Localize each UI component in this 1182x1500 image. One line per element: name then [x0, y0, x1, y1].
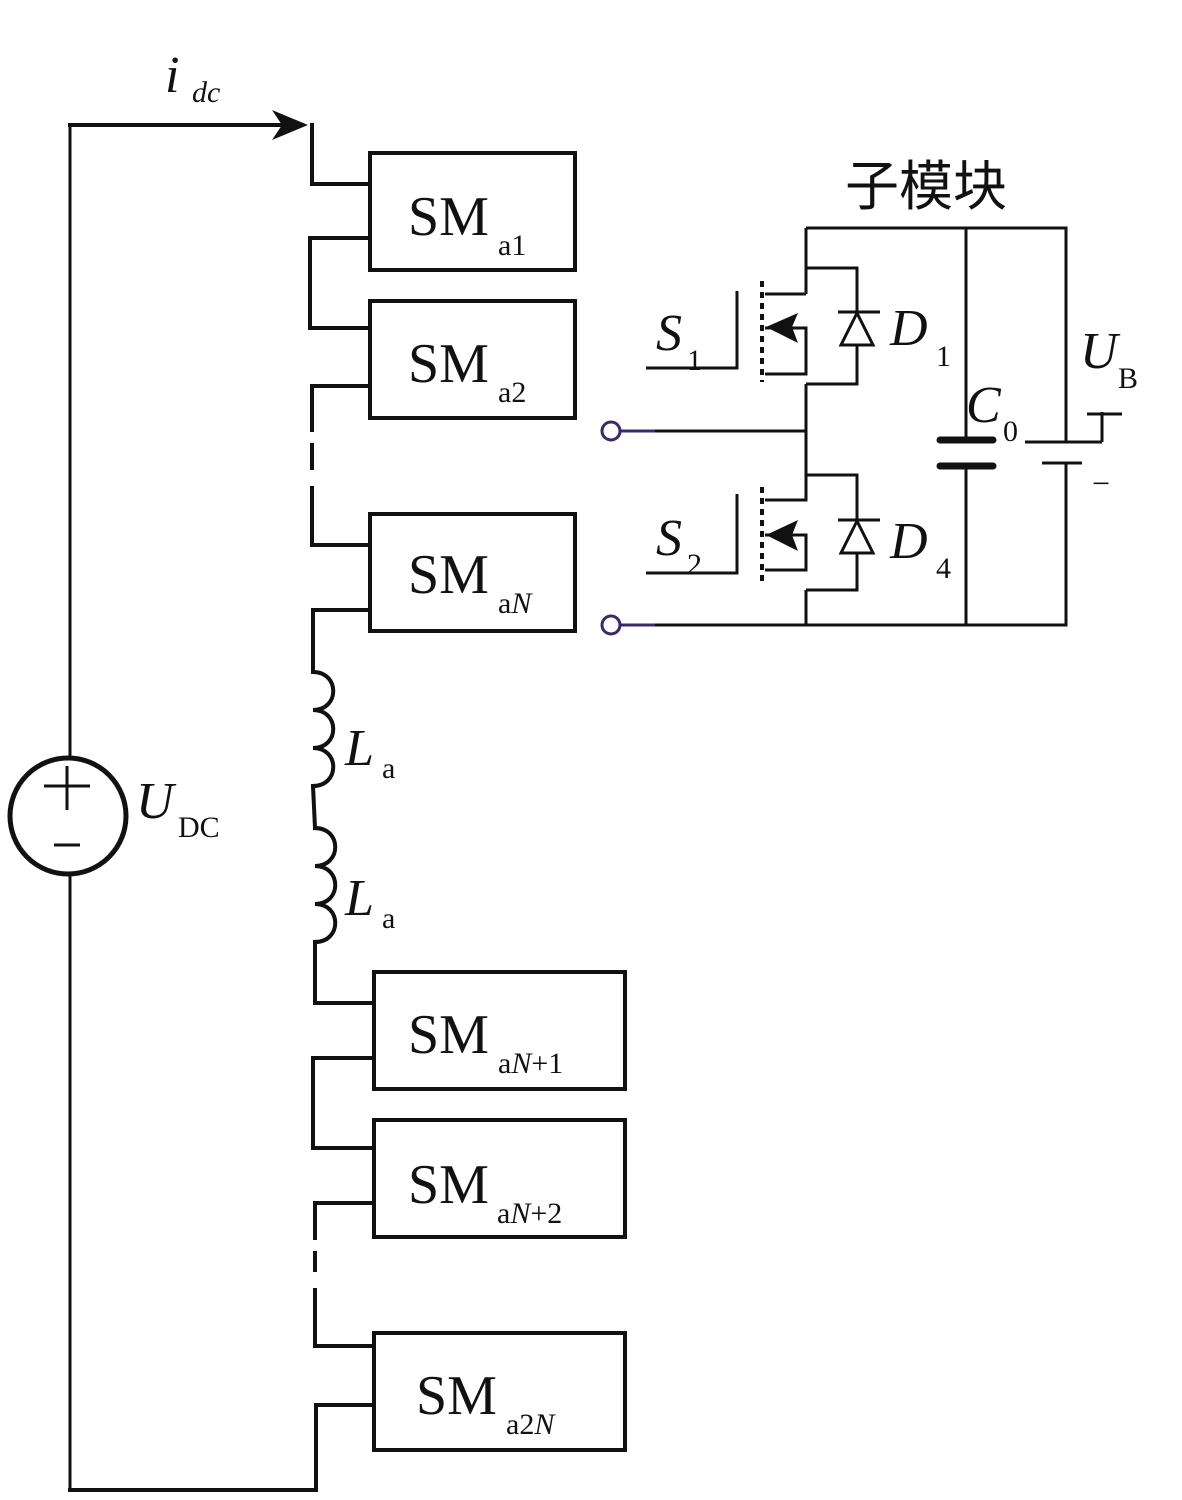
dc-source-label: U [136, 773, 177, 830]
battery-label: U [1080, 323, 1121, 380]
diode-d1-label-sub: 1 [936, 340, 951, 373]
inductor-upper-icon[interactable] [310, 666, 336, 789]
capacitor-label: C [966, 377, 1002, 434]
battery-minus: − [1092, 465, 1110, 501]
switch-s1-label: S [656, 305, 682, 362]
sm-a1[interactable]: SM a1 [368, 151, 577, 272]
diode-d4-label-sub: 4 [936, 552, 951, 585]
battery-label-sub: B [1118, 362, 1138, 395]
svg-text:SM: SM [408, 1004, 489, 1066]
battery-ub-icon[interactable] [1025, 412, 1122, 465]
svg-text:SM: SM [408, 1154, 489, 1216]
svg-text:aN: aN [498, 587, 533, 620]
svg-text:a2N: a2N [506, 1408, 556, 1441]
svg-text:SM: SM [416, 1365, 497, 1427]
diode-d1-label: D [889, 300, 928, 357]
current-label-sub: dc [192, 76, 220, 109]
sm-aN-plus-2[interactable]: SM aN+2 [372, 1118, 627, 1239]
submodule-detail: 子模块 [600, 157, 1138, 636]
sm-a2[interactable]: SM a2 [368, 299, 577, 420]
switch-s2-label-sub: 2 [687, 548, 702, 581]
svg-text:aN+2: aN+2 [497, 1197, 562, 1230]
current-label: i [165, 47, 179, 104]
capacitor-c0-icon[interactable] [936, 436, 997, 470]
diode-d4-icon[interactable] [838, 517, 880, 555]
terminal-lower[interactable] [600, 614, 806, 636]
svg-text:SM: SM [408, 544, 489, 606]
inductor-upper-label-sub: a [382, 752, 395, 785]
upper-arm-wiring [308, 123, 372, 670]
current-arrow-icon [272, 110, 308, 140]
sm-aN-plus-1[interactable]: SM aN+1 [372, 970, 627, 1091]
sm-aN[interactable]: SM aN [368, 512, 577, 633]
lower-arm-wiring [311, 946, 376, 1492]
inductor-link [310, 783, 318, 831]
terminal-upper[interactable] [600, 420, 806, 442]
svg-text:SM: SM [408, 186, 489, 248]
dc-source-loop [68, 123, 318, 1492]
sm-a2N[interactable]: SM a2N [372, 1331, 627, 1452]
inductor-lower-label: L [344, 870, 374, 927]
switch-s1-label-sub: 1 [687, 344, 702, 377]
inductor-upper-label: L [344, 720, 374, 777]
switch-s2-icon[interactable] [646, 473, 859, 625]
svg-text:a1: a1 [498, 229, 526, 262]
svg-text:a2: a2 [498, 376, 526, 409]
submodule-title: 子模块 [845, 157, 1007, 217]
diode-d1-icon[interactable] [838, 309, 880, 347]
dc-voltage-source-icon [7, 755, 129, 877]
svg-text:SM: SM [408, 333, 489, 395]
svg-text:aN+1: aN+1 [498, 1047, 563, 1080]
switch-s1-icon[interactable] [646, 266, 859, 386]
inductor-lower-icon[interactable] [312, 825, 338, 950]
inductor-lower-label-sub: a [382, 902, 395, 935]
dc-source-label-sub: DC [178, 811, 220, 844]
capacitor-label-sub: 0 [1003, 415, 1018, 448]
switch-s2-label: S [656, 510, 682, 567]
diode-d4-label: D [889, 513, 928, 570]
